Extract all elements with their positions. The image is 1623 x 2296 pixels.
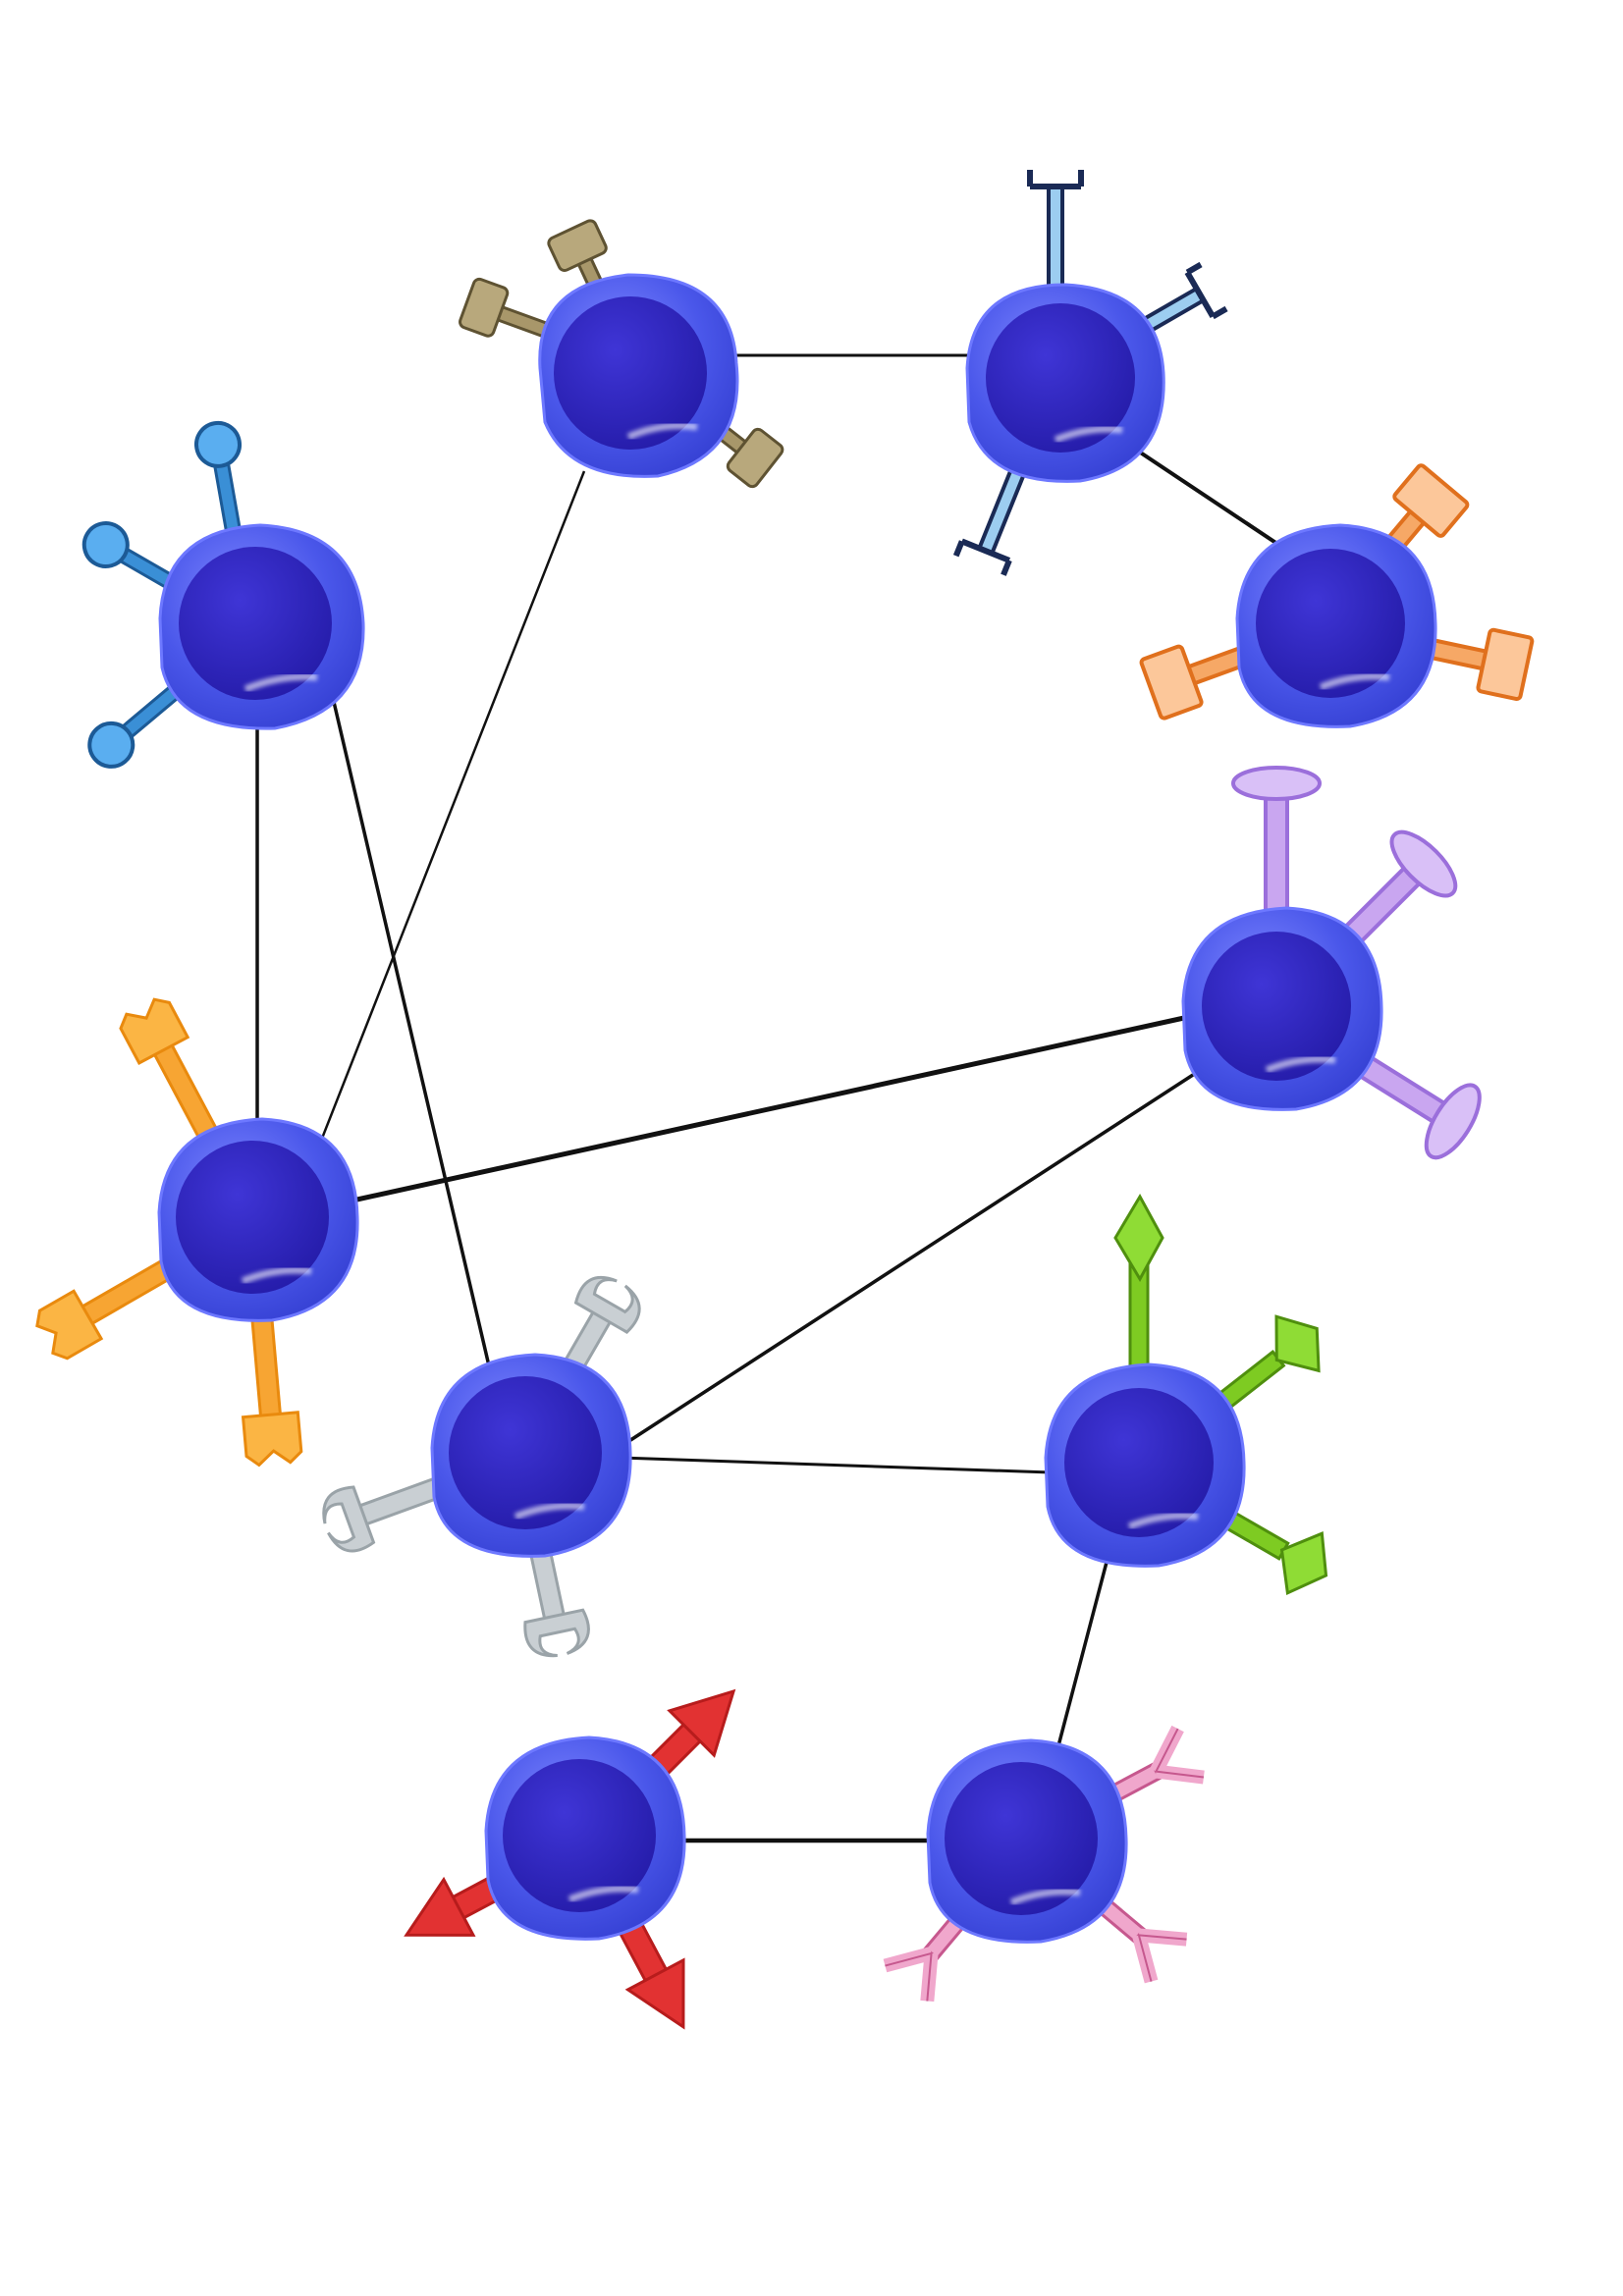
edge-gray-green	[618, 1456, 1052, 1474]
edge-green-pink	[1054, 1550, 1111, 1758]
edge-blue-gray	[332, 701, 493, 1375]
edge-yellow-lavender	[343, 1013, 1194, 1205]
edge-lavender-gray	[618, 1073, 1194, 1450]
cell-green	[1044, 1362, 1246, 1568]
edge-navy-orange	[1137, 450, 1288, 552]
cell-tan	[538, 273, 739, 478]
cell-pink	[926, 1738, 1128, 1944]
cell-orange	[1235, 523, 1437, 728]
cell-lavender	[1181, 906, 1383, 1111]
cell-blue	[158, 523, 365, 730]
cell-navy	[965, 283, 1165, 483]
cell-gray	[430, 1353, 632, 1558]
cell-red	[484, 1735, 686, 1941]
edge-tan-yellow	[312, 470, 586, 1159]
edges	[255, 353, 1288, 1843]
cells	[157, 273, 1437, 1944]
cell-yellow	[157, 1117, 359, 1322]
